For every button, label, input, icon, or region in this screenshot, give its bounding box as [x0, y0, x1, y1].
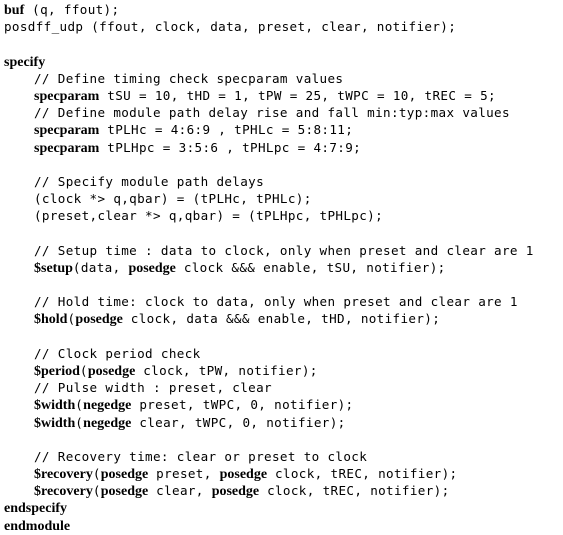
- keyword: endspecify: [4, 501, 67, 517]
- code-line: posdff_udp (ffout, clock, data, preset, …: [4, 18, 563, 35]
- code-line: specparam tSU = 10, tHD = 1, tPW = 25, t…: [4, 87, 563, 104]
- code-line: buf (q, ffout);: [4, 1, 563, 18]
- code-text: // Define timing check specparam values: [34, 70, 344, 86]
- code-text: (: [92, 483, 101, 499]
- code-text: (data,: [72, 259, 129, 275]
- code-text: // Recovery time: clear or preset to clo…: [34, 448, 368, 464]
- keyword: negedge: [83, 415, 132, 431]
- keyword: posedge: [100, 484, 149, 500]
- code-line: (clock *> q,qbar) = (tPLHc, tPHLc);: [4, 190, 563, 207]
- code-line: endspecify: [4, 499, 563, 516]
- blank-line: [4, 431, 563, 448]
- keyword: $hold: [34, 312, 68, 328]
- code-text: (: [79, 362, 88, 378]
- code-text: // Hold time: clock to data, only when p…: [34, 294, 518, 310]
- blank-line: [4, 328, 563, 345]
- code-listing: buf (q, ffout);posdff_udp (ffout, clock,…: [4, 1, 563, 534]
- keyword: posedge: [75, 312, 123, 328]
- code-text: // Setup time : data to clock, only when…: [34, 242, 534, 258]
- code-text: // Define module path delay rise and fal…: [34, 105, 510, 121]
- keyword: $setup: [34, 260, 73, 276]
- code-text: clock, tREC, notifier);: [259, 483, 450, 499]
- code-line: $recovery(posedge preset, posedge clock,…: [4, 465, 563, 482]
- code-text: clock, tPW, notifier);: [135, 362, 318, 378]
- code-text: clear,: [148, 483, 212, 499]
- code-line: $setup(data, posedge clock &&& enable, t…: [4, 259, 563, 276]
- blank-line: [4, 276, 563, 293]
- code-line: $recovery(posedge clear, posedge clock, …: [4, 482, 563, 499]
- keyword: $period: [34, 363, 80, 379]
- code-text: (clock *> q,qbar) = (tPLHc, tPHLc);: [34, 191, 312, 207]
- code-line: // Define timing check specparam values: [4, 70, 563, 87]
- keyword: specparam: [34, 88, 100, 104]
- code-line: // Specify module path delays: [4, 173, 563, 190]
- code-text: clock, tREC, notifier);: [267, 466, 458, 482]
- code-line: endmodule: [4, 517, 563, 534]
- code-text: // Clock period check: [34, 345, 201, 361]
- code-text: (q, ffout);: [24, 2, 120, 17]
- code-line: specify: [4, 53, 563, 70]
- code-text: preset, tWPC, 0, notifier);: [131, 397, 354, 413]
- keyword: posedge: [211, 484, 260, 500]
- code-text: (: [67, 311, 76, 327]
- code-text: tSU = 10, tHD = 1, tPW = 25, tWPC = 10, …: [99, 87, 496, 103]
- code-line: // Define module path delay rise and fal…: [4, 104, 563, 121]
- code-line: specparam tPLHpc = 3:5:6 , tPHLpc = 4:7:…: [4, 139, 563, 156]
- code-text: clock, data &&& enable, tHD, notifier);: [122, 311, 441, 327]
- code-text: clear, tWPC, 0, notifier);: [131, 414, 346, 430]
- keyword: $recovery: [34, 484, 93, 500]
- keyword: negedge: [83, 398, 132, 414]
- blank-line: [4, 224, 563, 241]
- code-text: tPLHc = 4:6:9 , tPHLc = 5:8:11;: [99, 122, 354, 138]
- code-line: // Pulse width : preset, clear: [4, 379, 563, 396]
- keyword: specparam: [34, 123, 100, 139]
- keyword: specify: [4, 54, 46, 70]
- code-text: (preset,clear *> q,qbar) = (tPLHpc, tPHL…: [34, 208, 384, 224]
- code-text: // Pulse width : preset, clear: [34, 380, 272, 396]
- blank-line: [4, 156, 563, 173]
- code-line: // Setup time : data to clock, only when…: [4, 242, 563, 259]
- code-text: (: [75, 414, 84, 430]
- keyword: specparam: [34, 140, 100, 156]
- code-line: $period(posedge clock, tPW, notifier);: [4, 362, 563, 379]
- keyword: posedge: [100, 467, 149, 483]
- code-text: preset,: [148, 466, 220, 482]
- code-text: (: [92, 466, 101, 482]
- code-line: (preset,clear *> q,qbar) = (tPLHpc, tPHL…: [4, 207, 563, 224]
- code-text: clock &&& enable, tSU, notifier);: [175, 259, 446, 275]
- code-line: $width(negedge clear, tWPC, 0, notifier)…: [4, 414, 563, 431]
- keyword: $recovery: [34, 467, 93, 483]
- code-text: posdff_udp (ffout, clock, data, preset, …: [4, 19, 457, 35]
- keyword: $width: [34, 398, 76, 414]
- keyword: $width: [34, 415, 76, 431]
- code-text: (: [75, 397, 84, 413]
- blank-line: [4, 35, 563, 52]
- keyword: buf: [4, 3, 25, 18]
- code-line: // Hold time: clock to data, only when p…: [4, 293, 563, 310]
- code-line: specparam tPLHc = 4:6:9 , tPHLc = 5:8:11…: [4, 121, 563, 138]
- keyword: endmodule: [4, 518, 71, 534]
- keyword: posedge: [87, 363, 136, 379]
- keyword: posedge: [128, 260, 176, 276]
- code-line: $hold(posedge clock, data &&& enable, tH…: [4, 310, 563, 327]
- code-text: tPLHpc = 3:5:6 , tPHLpc = 4:7:9;: [99, 139, 362, 155]
- code-text: // Specify module path delays: [34, 173, 265, 189]
- code-line: // Recovery time: clear or preset to clo…: [4, 448, 563, 465]
- code-line: // Clock period check: [4, 345, 563, 362]
- code-line: $width(negedge preset, tWPC, 0, notifier…: [4, 396, 563, 413]
- keyword: posedge: [219, 467, 268, 483]
